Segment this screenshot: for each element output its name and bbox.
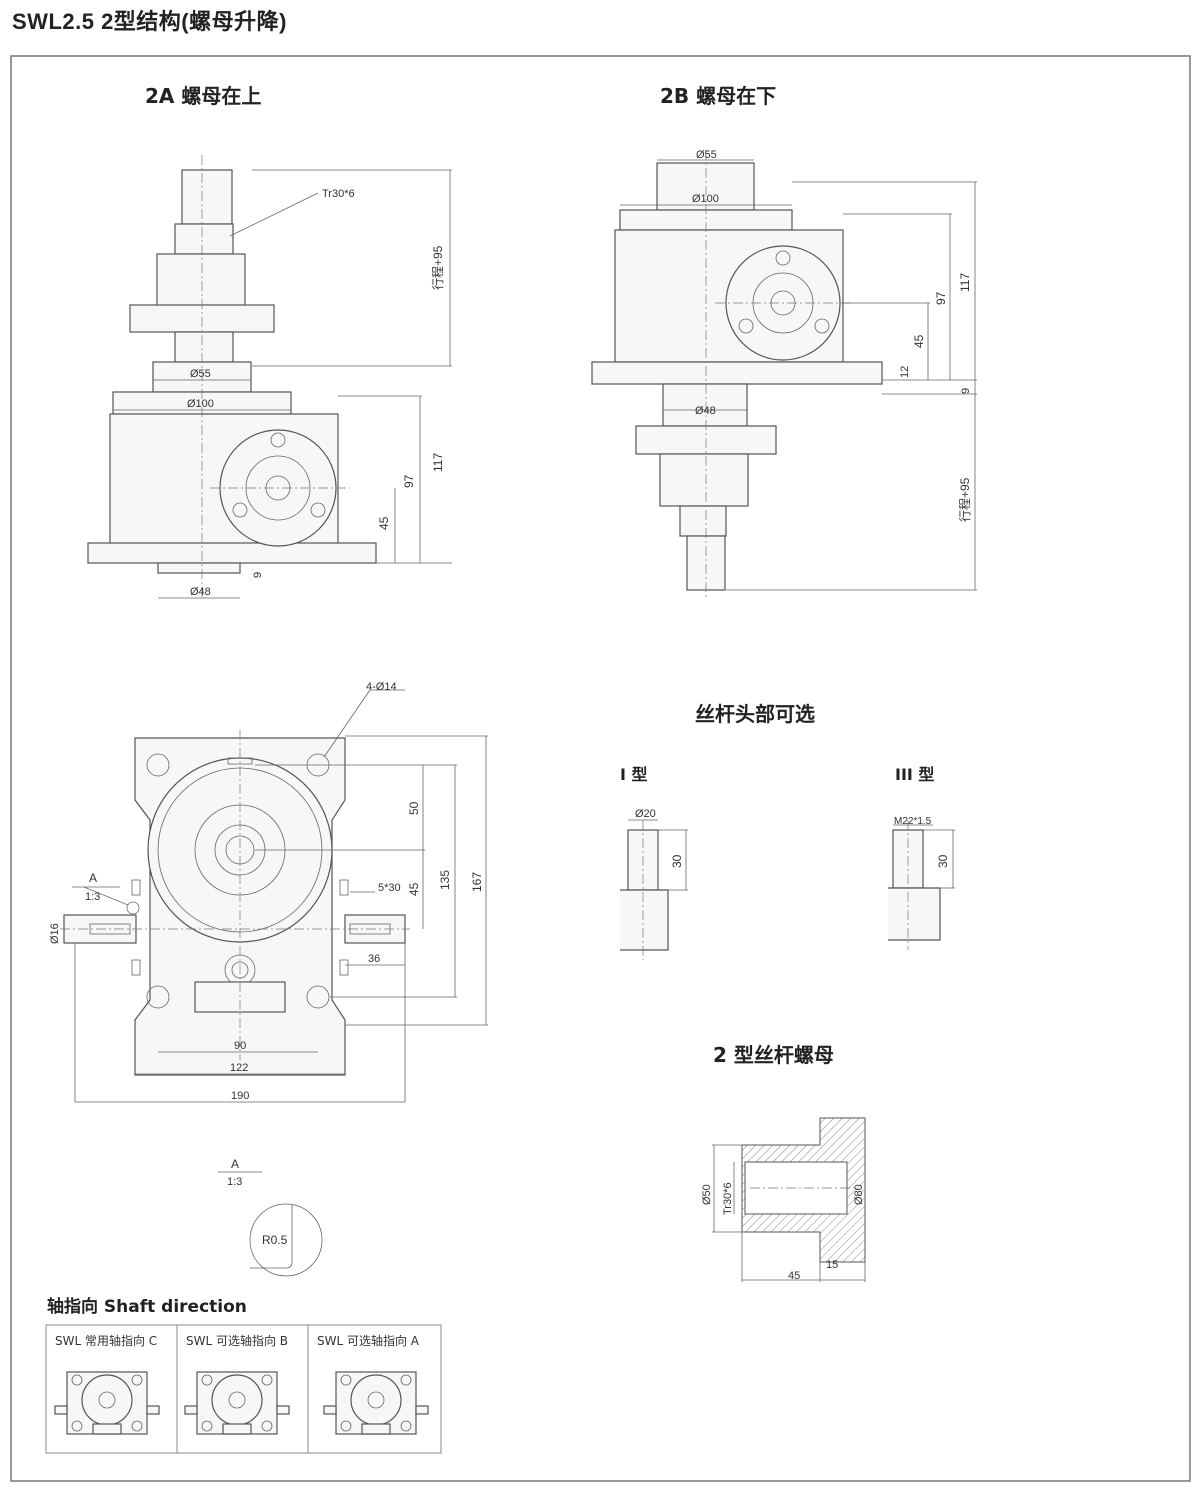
2b-h9-label: 9 [960,388,972,394]
type-3-len-label: 30 [936,854,950,868]
type-3-thread-label: M22*1.5 [894,816,932,827]
view-2b-title: 2B 螺母在下 [660,84,776,108]
2a-d55-label: Ø55 [190,368,211,380]
nut-d80-label: Ø80 [853,1184,865,1205]
nut-l45-label: 45 [788,1270,800,1282]
radius-label: R0.5 [262,1233,288,1247]
detail-a-marker: A [89,871,97,885]
2b-h45-label: 45 [912,334,926,348]
dim-36-label: 36 [368,953,380,965]
shaft-option-a-label: SWL 可选轴指向 A [317,1333,420,1348]
2b-d48-label: Ø48 [695,405,716,417]
type-1-len-label: 30 [670,854,684,868]
2b-h12-label: 12 [899,366,911,378]
screw-head-title: 丝杆头部可选 [695,702,815,726]
detail-a: A 1:3 R0.5 [218,1157,323,1277]
nut-title: 2 型丝杆螺母 [713,1043,834,1067]
shaft-option-c-label: SWL 常用轴指向 C [55,1333,157,1348]
shaft-direction-title: 轴指向 Shaft direction [47,1296,247,1317]
type-3-title: III 型 [895,765,934,784]
top-view: 4-Ø14 A 1:3 Ø16 5*30 50 135 167 45 36 90… [49,681,488,1103]
type-1-title: I 型 [620,765,648,784]
nut-d50-label: Ø50 [701,1184,713,1205]
nut-section: 2 型丝杆螺母 Ø50 Tr30*6 Ø80 45 15 [701,1043,866,1282]
2a-h117-label: 117 [431,453,445,472]
holes-label: 4-Ø14 [366,681,397,693]
2b-d100-label: Ø100 [692,193,719,205]
2a-h45-label: 45 [377,516,391,530]
2b-h97-label: 97 [934,291,948,305]
key-label: 5*30 [378,882,401,894]
detail-a-scale: 1:3 [85,891,100,903]
detail-scale: 1:3 [227,1176,242,1188]
screw-head-options: 丝杆头部可选 I 型 III 型 Ø20 30 M22*1.5 30 [620,702,955,960]
nut-thread-label: Tr30*6 [722,1182,734,1215]
shaft-dia-label: Ø16 [49,923,61,944]
dim-50-label: 50 [407,801,421,815]
page-title: SWL2.5 2型结构(螺母升降) [12,9,287,34]
2a-thread-label: Tr30*6 [322,188,355,200]
shaft-direction: 轴指向 Shaft direction SWL 常用轴指向 C SWL 可选轴指… [45,1296,442,1454]
view-2a-title: 2A 螺母在上 [145,84,261,108]
dim-167-label: 167 [470,872,484,892]
nut-l15-label: 15 [826,1259,838,1271]
dim-190-label: 190 [231,1090,249,1102]
2a-stroke-label: 行程+95 [430,245,445,290]
detail-label: A [231,1157,239,1171]
dim-90-label: 90 [234,1040,246,1052]
view-2b: 2B 螺母在下 Ø55 Ø100 117 97 45 12 [591,84,977,600]
dim-45-label: 45 [407,882,421,896]
view-2a: 2A 螺母在上 Tr30*6 行程+95 Ø55 Ø100 117 [87,84,452,600]
2a-d100-label: Ø100 [187,398,214,410]
2a-h9-label: 9 [252,572,264,578]
2a-h97-label: 97 [402,474,416,488]
2b-stroke-label: 行程+95 [957,477,972,522]
drawing-frame [10,55,1191,1482]
dim-122-label: 122 [230,1062,248,1074]
shaft-option-b-label: SWL 可选轴指向 B [186,1333,288,1348]
dim-135-label: 135 [438,870,452,890]
2a-d48-label: Ø48 [190,586,211,598]
type-1-dia-label: Ø20 [635,808,656,820]
2b-d55-label: Ø55 [696,149,717,161]
2b-h117-label: 117 [958,273,972,292]
